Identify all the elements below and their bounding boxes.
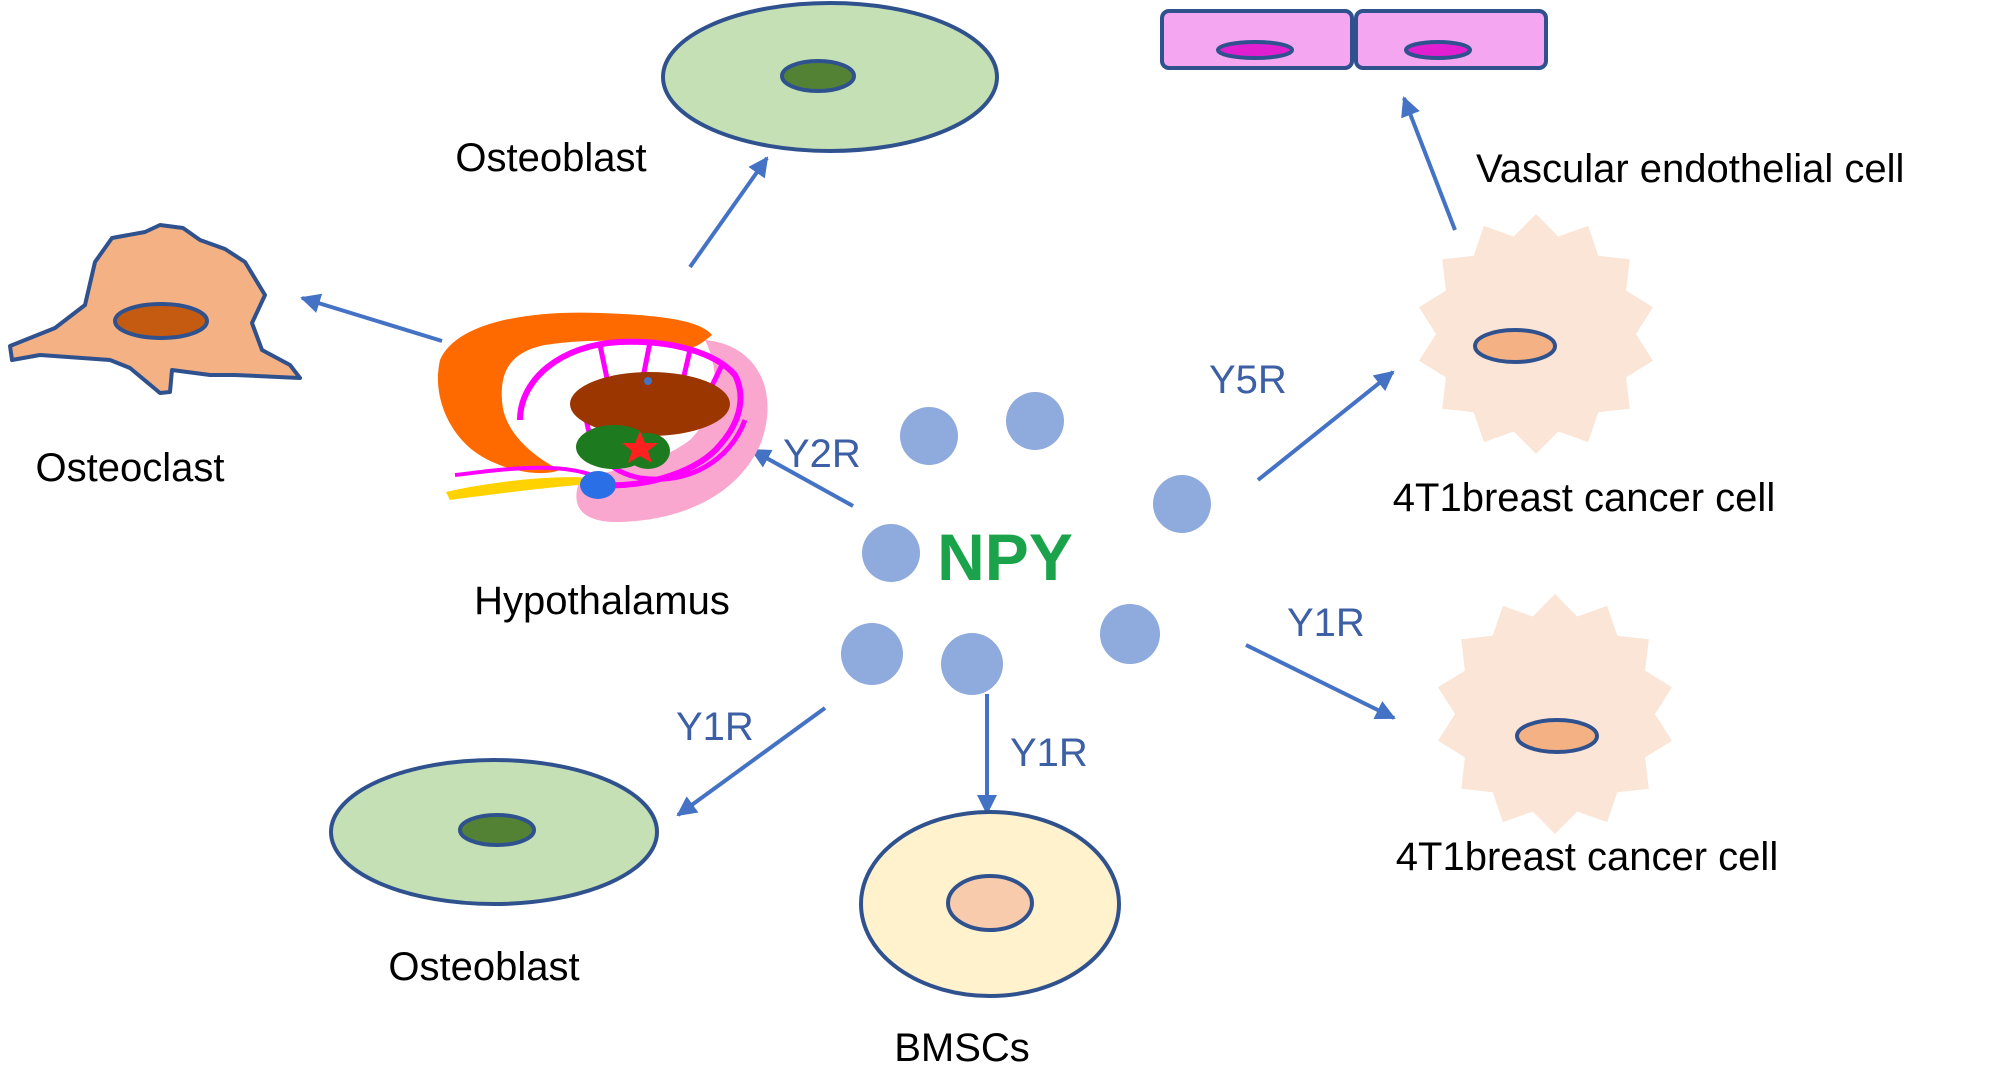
endothelial-nucleus — [1216, 40, 1294, 60]
bmsc-nucleus — [946, 874, 1034, 932]
receptor-y1r-osteoblast: Y1R — [676, 705, 754, 749]
osteoclast-nucleus — [113, 302, 209, 340]
osteoblast-bottom-nucleus — [458, 813, 536, 847]
cancer-bottom-label: 4T1breast cancer cell — [1396, 835, 1778, 879]
npy-dot — [862, 524, 920, 582]
npy-dot — [941, 633, 1003, 695]
osteoblast-bottom-cell — [329, 758, 659, 906]
receptor-y2r: Y2R — [783, 432, 861, 476]
osteoblast-bottom-label: Osteoblast — [388, 945, 579, 989]
osteoclast-label: Osteoclast — [36, 446, 225, 490]
arrow-to-cancer-top — [1256, 370, 1395, 482]
arrow-to-osteoblast-bottom — [676, 706, 827, 817]
osteoblast-top-label: Osteoblast — [455, 136, 646, 180]
arrow-to-cancer-bottom — [1245, 643, 1396, 720]
receptor-y1r-cancer: Y1R — [1287, 601, 1365, 645]
npy-dot — [900, 407, 958, 465]
cancer-cell-bottom — [1438, 594, 1672, 834]
receptor-y5r: Y5R — [1209, 358, 1287, 402]
osteoblast-top-nucleus — [780, 59, 856, 93]
receptor-y1r-bmsc: Y1R — [1010, 731, 1088, 775]
cancer-top-label: 4T1breast cancer cell — [1393, 476, 1775, 520]
npy-dot — [1153, 475, 1211, 533]
arrow-to-osteoblast-top — [688, 156, 769, 269]
npy-dot — [1100, 604, 1160, 664]
vascular-endothelial-cells — [1160, 9, 1548, 70]
cancer-cell-nucleus — [1473, 328, 1557, 364]
npy-dot — [1006, 392, 1064, 450]
npy-dots — [841, 392, 1211, 695]
hypothalamus-label: Hypothalamus — [474, 579, 730, 623]
arrow-to-osteoclast — [300, 293, 443, 343]
arrow-to-vascular — [1401, 96, 1457, 231]
osteoclast-cell — [8, 223, 302, 395]
bmscs-label: BMSCs — [894, 1026, 1030, 1066]
bmsc-cell — [859, 810, 1121, 998]
arrows — [300, 96, 1457, 817]
cancer-cell-nucleus — [1515, 718, 1599, 754]
cancer-cell-body — [1438, 594, 1672, 834]
npy-dot — [841, 623, 903, 685]
cancer-cell-top — [1419, 214, 1653, 454]
hypothalamus-brain — [437, 312, 768, 523]
npy-label: NPY — [937, 520, 1073, 594]
endothelial-nucleus — [1404, 40, 1472, 60]
vascular-label: Vascular endothelial cell — [1476, 147, 1904, 191]
arrow-to-hypothalamus — [750, 448, 854, 508]
osteoblast-top-cell — [661, 1, 999, 153]
